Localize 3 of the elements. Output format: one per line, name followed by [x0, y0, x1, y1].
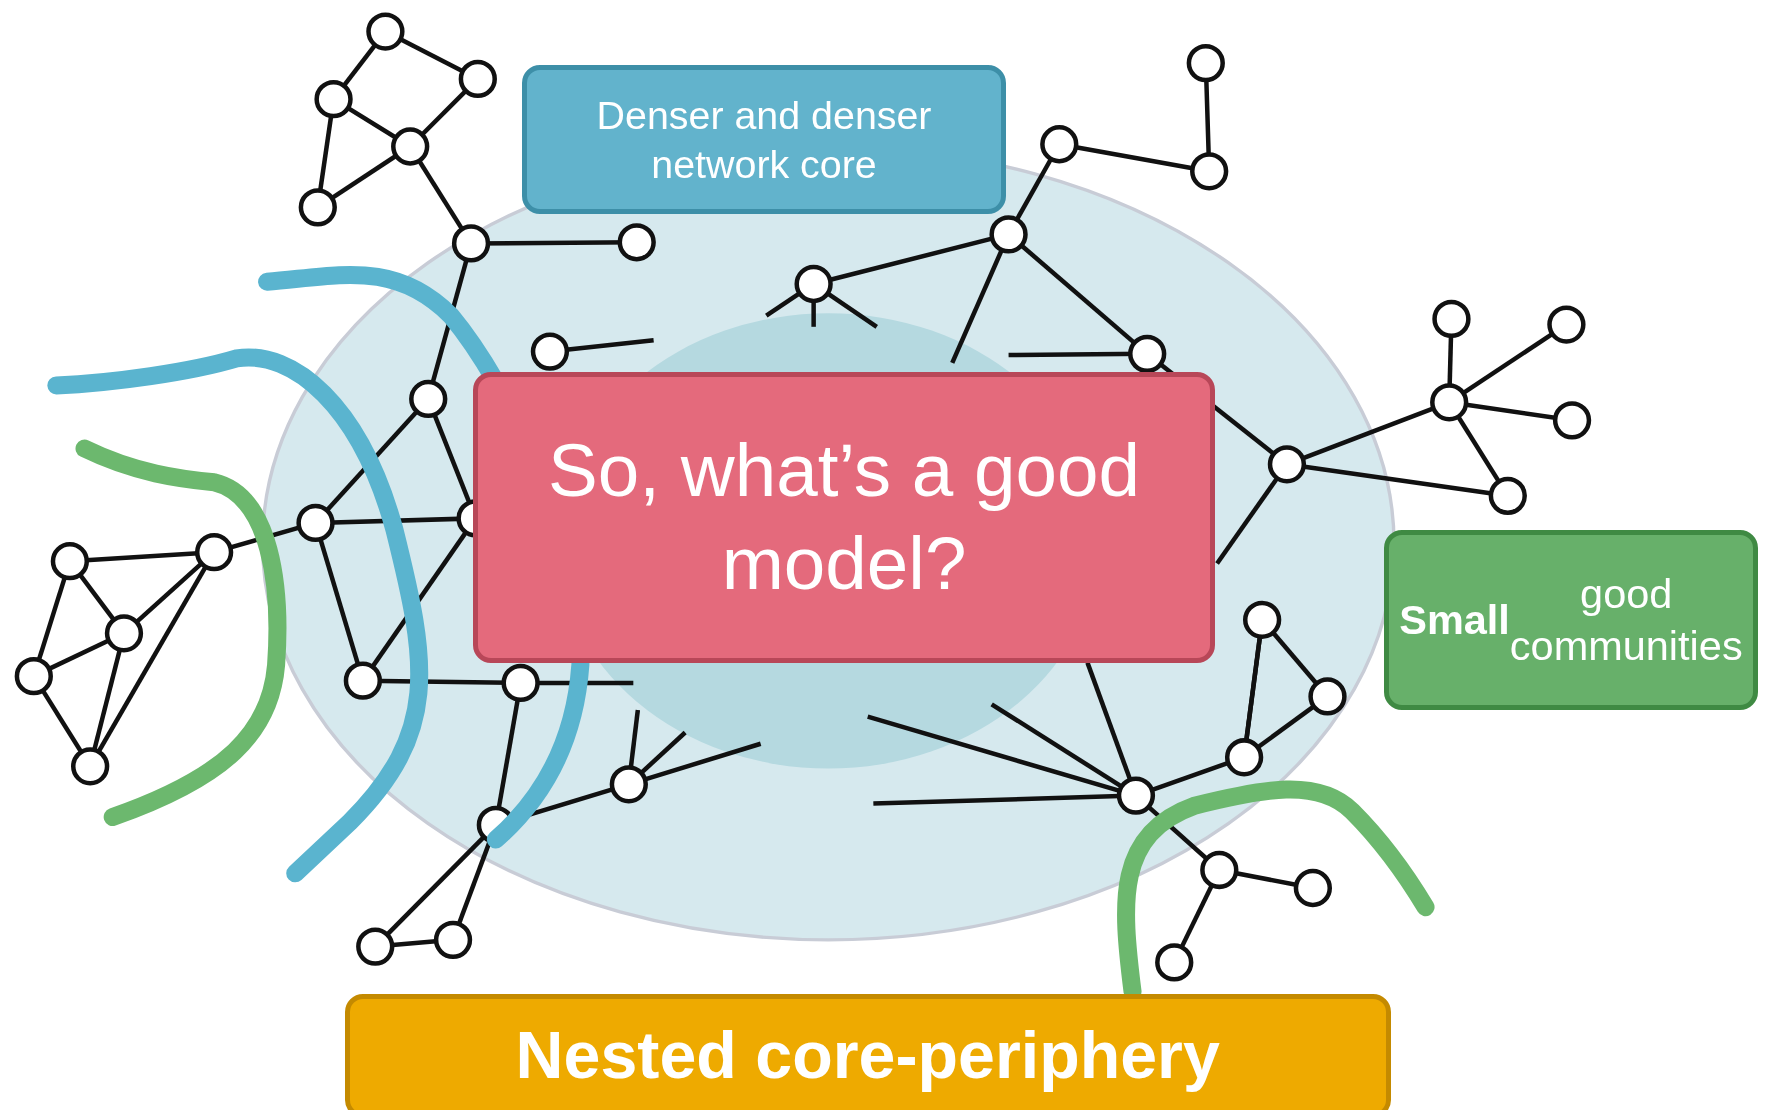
- label-box: Denser and denser network core: [521, 65, 1007, 215]
- title-box: Nested core-periphery: [344, 993, 1391, 1110]
- question-box: So, what’s a good model?: [473, 371, 1215, 663]
